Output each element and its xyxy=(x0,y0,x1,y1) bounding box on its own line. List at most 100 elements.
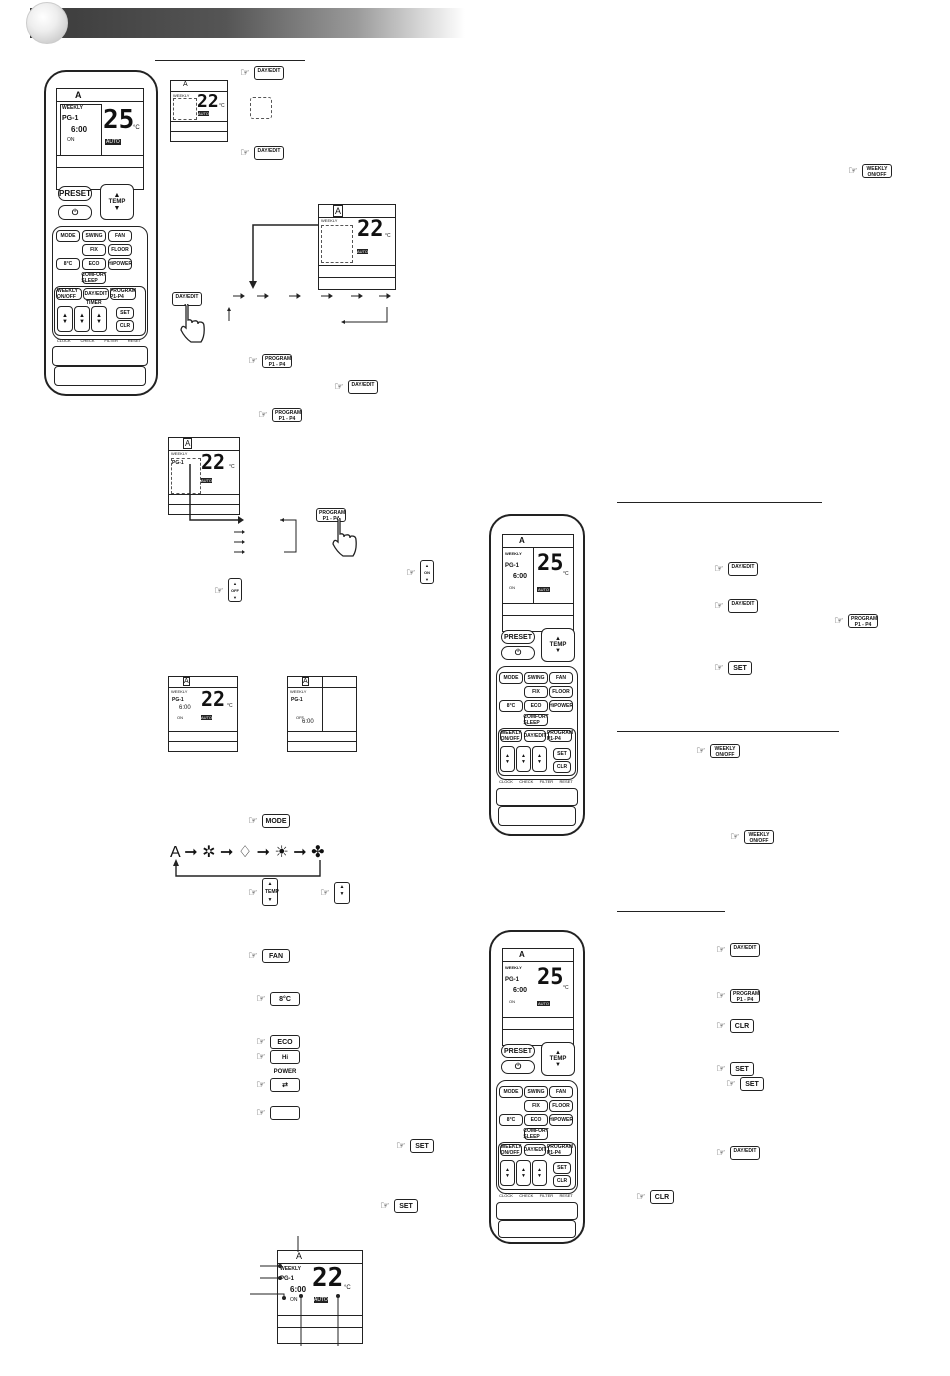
power-button[interactable]: ⏻ xyxy=(58,205,92,220)
timer-arrow-button[interactable]: ▲▼ xyxy=(516,1160,531,1186)
preset-button[interactable]: PRESET xyxy=(58,186,92,201)
callout-lines xyxy=(250,1236,340,1346)
timer-arrow-button[interactable]: ▲▼ xyxy=(74,306,90,332)
eco-button[interactable]: ECO xyxy=(524,700,548,712)
remote-control-3: A WEEKLY PG-1 6:00 ON 25 °C AUTO PRESET … xyxy=(489,930,585,1244)
set-icon: SET xyxy=(740,1077,764,1091)
eight-c-button[interactable]: 8°C xyxy=(499,1114,523,1126)
program-button[interactable]: PROGRAM P1-P4 xyxy=(109,288,137,300)
lcd-time: 6:00 xyxy=(71,125,88,134)
clr-button[interactable]: CLR xyxy=(116,320,134,332)
day-edit-icon: DAY/EDIT xyxy=(254,146,284,160)
temp-button[interactable]: ▲ TEMP ▼ xyxy=(100,184,134,220)
hipower-button[interactable]: HiPOWER xyxy=(549,700,573,712)
set-button[interactable]: SET xyxy=(553,1162,571,1174)
chevron-up-icon: ▲ xyxy=(521,1167,526,1173)
mode-button[interactable]: MODE xyxy=(499,1086,523,1098)
floor-button[interactable]: FLOOR xyxy=(549,1100,573,1112)
comfort-sleep-button[interactable]: COMFORT SLEEP xyxy=(81,272,107,284)
fix-button[interactable]: FIX xyxy=(524,1100,548,1112)
weekly-onoff-button[interactable]: WEEKLY ON/OFF xyxy=(500,1144,522,1156)
program-button[interactable]: PROGRAM P1-P4 xyxy=(546,730,574,742)
weekly-onoff-button[interactable]: WEEKLY ON/OFF xyxy=(500,730,522,742)
hipower-button[interactable]: HiPOWER xyxy=(108,258,132,270)
set-icon: SET xyxy=(410,1139,434,1153)
day-edit-button[interactable]: DAY/EDIT xyxy=(524,1144,546,1156)
chevron-down-icon: ▼ xyxy=(62,319,68,325)
eco-button[interactable]: ECO xyxy=(524,1114,548,1126)
pointing-hand-icon: ☞ xyxy=(320,887,330,899)
hipower-button[interactable]: HiPOWER xyxy=(549,1114,573,1126)
arrow-right-icon: ➞ xyxy=(256,844,271,861)
chevron-up-icon: ▲ xyxy=(537,753,542,759)
hand-press-icon xyxy=(332,518,357,557)
pointing-hand-icon: ☞ xyxy=(256,1107,266,1119)
chevron-down-icon: ▼ xyxy=(505,759,510,765)
chevron-up-icon: ▲ xyxy=(521,753,526,759)
timer-arrow-button[interactable]: ▲▼ xyxy=(57,306,73,332)
power-button[interactable]: ⏻ xyxy=(501,1060,535,1074)
clr-button[interactable]: CLR xyxy=(553,1175,571,1187)
pointing-hand-icon: ☞ xyxy=(256,1036,266,1048)
fix-button[interactable]: FIX xyxy=(82,244,106,256)
chevron-up-icon: ▲ xyxy=(505,753,510,759)
timer-arrow-button[interactable]: ▲▼ xyxy=(532,1160,547,1186)
day-edit-button[interactable]: DAY/EDIT xyxy=(83,288,109,300)
preset-button[interactable]: PRESET xyxy=(501,630,535,644)
day-edit-button[interactable]: DAY/EDIT xyxy=(524,730,546,742)
eco-button[interactable]: ECO xyxy=(82,258,106,270)
floor-button[interactable]: FLOOR xyxy=(549,686,573,698)
clr-button[interactable]: CLR xyxy=(553,761,571,773)
program-icon: PROGRAM P1 - P4 xyxy=(262,354,292,368)
timer-arrow-button[interactable]: ▲▼ xyxy=(91,306,107,332)
pointing-hand-icon: ☞ xyxy=(248,887,258,899)
arrow-right-icon: ➞ xyxy=(184,844,198,861)
temp-arrow-icon: ▲TEMP▼ xyxy=(262,878,279,906)
chevron-up-icon: ▲ xyxy=(79,313,85,319)
eco-icon: ECO xyxy=(270,1035,300,1049)
header-bar xyxy=(30,8,465,38)
chevron-down-icon: ▼ xyxy=(537,1173,542,1179)
pointing-hand-icon: ☞ xyxy=(256,1079,266,1091)
program-button[interactable]: PROGRAM P1-P4 xyxy=(546,1144,574,1156)
mode-button[interactable]: MODE xyxy=(499,672,523,684)
eight-c-button[interactable]: 8°C xyxy=(499,700,523,712)
remote-lcd: A WEEKLY PG-1 6:00 ON 25 °C AUTO xyxy=(502,534,574,632)
timer-arrow-button[interactable]: ▲▼ xyxy=(516,746,531,772)
temp-button[interactable]: ▲ TEMP ▼ xyxy=(541,628,575,662)
eight-c-button[interactable]: 8°C xyxy=(56,258,80,270)
swing-button[interactable]: SWING xyxy=(524,672,548,684)
program-flow-diagram xyxy=(189,464,297,554)
pointing-hand-icon: ☞ xyxy=(248,815,258,827)
timer-arrow-button[interactable]: ▲▼ xyxy=(500,1160,515,1186)
pointing-hand-icon: ☞ xyxy=(636,1191,646,1203)
section-rule xyxy=(617,731,839,732)
swing-button[interactable]: SWING xyxy=(82,230,106,242)
timer-arrow-button[interactable]: ▲▼ xyxy=(532,746,547,772)
timer-arrow-button[interactable]: ▲▼ xyxy=(500,746,515,772)
header-circle xyxy=(26,2,68,44)
comfort-sleep-button[interactable]: COMFORT SLEEP xyxy=(523,1128,549,1140)
preset-button[interactable]: PRESET xyxy=(501,1044,535,1058)
remote-lcd: A WEEKLY PG-1 6:00 ON 25 °C AUTO xyxy=(56,88,144,190)
remote-slot xyxy=(496,1202,578,1220)
chevron-down-icon: ▼ xyxy=(79,319,85,325)
temp-button[interactable]: ▲ TEMP ▼ xyxy=(541,1042,575,1076)
swing-button[interactable]: SWING xyxy=(524,1086,548,1098)
pointing-hand-icon: ☞ xyxy=(716,1063,726,1075)
fan-button[interactable]: FAN xyxy=(549,672,573,684)
bottom-labels: CLOCK CHECK FILTER RESET xyxy=(499,1193,573,1198)
set-button[interactable]: SET xyxy=(116,307,134,319)
comfort-sleep-button[interactable]: COMFORT SLEEP xyxy=(523,714,549,726)
fan-button[interactable]: FAN xyxy=(108,230,132,242)
floor-button[interactable]: FLOOR xyxy=(108,244,132,256)
set-button[interactable]: SET xyxy=(553,748,571,760)
section-rule xyxy=(155,60,305,61)
fan-icon: FAN xyxy=(262,949,290,963)
weekly-onoff-button[interactable]: WEEKLY ON/OFF xyxy=(56,288,82,300)
fan-button[interactable]: FAN xyxy=(549,1086,573,1098)
timer-panel xyxy=(498,728,576,776)
mode-button[interactable]: MODE xyxy=(56,230,80,242)
power-button[interactable]: ⏻ xyxy=(501,646,535,660)
fix-button[interactable]: FIX xyxy=(524,686,548,698)
